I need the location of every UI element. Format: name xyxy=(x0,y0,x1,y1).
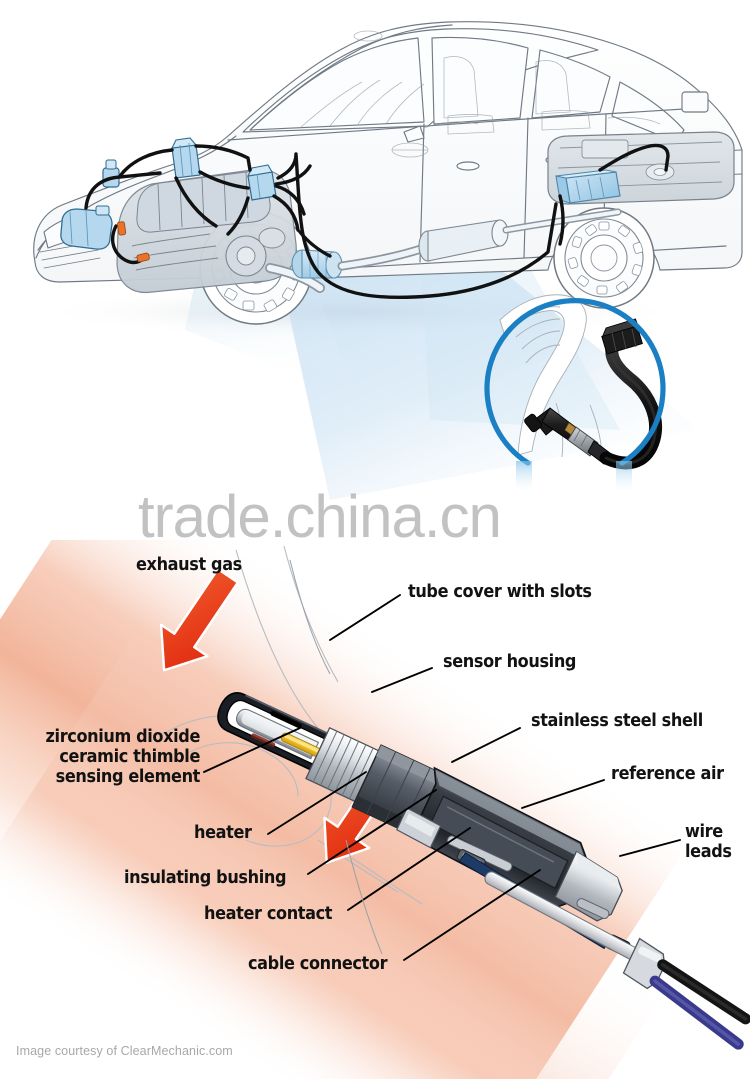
leader-heater xyxy=(267,771,367,835)
inset-circle-ring xyxy=(484,298,666,466)
leader-lines xyxy=(203,594,681,961)
sensor-upper-a xyxy=(102,159,120,188)
label-heater: heater xyxy=(194,823,252,843)
car-cutaway-illustration xyxy=(30,21,743,500)
label-heater-contact: heater contact xyxy=(204,904,333,924)
wire-leads xyxy=(649,959,750,1050)
inset-glow-right xyxy=(616,461,632,490)
ghost-leaders xyxy=(289,559,383,955)
sensor-intake xyxy=(171,137,201,179)
sensor-assembly xyxy=(217,692,750,1050)
exhaust-gas-arrow-upper xyxy=(159,567,240,672)
cable-connector xyxy=(554,850,623,922)
label-zirconium-line2: ceramic thimble xyxy=(59,747,200,767)
leader-heater-contact xyxy=(347,827,471,911)
catalytic-converter xyxy=(291,249,343,279)
orange-connector xyxy=(110,221,150,265)
leader-sensor-housing xyxy=(371,667,433,693)
inset-o2-sensor xyxy=(524,318,662,470)
inset-glow-left xyxy=(516,461,532,490)
label-wire-leads-line1: wire xyxy=(685,822,723,842)
label-zirconium-line3: sensing element xyxy=(55,767,201,787)
leader-cable-connector xyxy=(403,869,541,961)
sensor-components xyxy=(60,137,277,250)
car-interior-ghost xyxy=(299,30,661,158)
leader-stainless-shell xyxy=(451,727,521,763)
leader-reference-air xyxy=(521,779,605,809)
label-sensor-housing: sensor housing xyxy=(443,652,577,672)
label-reference-air: reference air xyxy=(611,764,724,784)
leader-wire-leads xyxy=(619,839,681,857)
leader-insulating-bushing xyxy=(307,789,437,875)
rear-wheel xyxy=(553,207,655,309)
fuel-pump-module xyxy=(555,169,621,204)
label-stainless-steel-shell: stainless steel shell xyxy=(531,711,703,731)
label-wire-leads-line2: leads xyxy=(685,842,732,862)
exhaust-system xyxy=(265,208,622,293)
label-exhaust-gas: exhaust gas xyxy=(136,555,242,575)
oxygen-sensor-photo-inset xyxy=(484,294,666,490)
muffler xyxy=(418,219,509,262)
label-tube-cover-with-slots: tube cover with slots xyxy=(408,582,592,602)
leader-tube-cover xyxy=(329,594,401,641)
oxygen-sensor-cutaway xyxy=(0,540,750,1079)
label-insulating-bushing: insulating bushing xyxy=(124,868,287,888)
label-zirconium-line1: zirconium dioxide xyxy=(45,727,201,747)
wiring-harness xyxy=(84,143,670,300)
mass-air-flow-sensor xyxy=(60,205,113,250)
sensor-right-module xyxy=(247,164,277,201)
insulating-bushing xyxy=(396,807,442,849)
image-credit: Image courtesy of ClearMechanic.com xyxy=(16,1044,233,1058)
leader-zirconium xyxy=(203,727,301,773)
heat-flow-band xyxy=(0,540,725,1079)
label-cable-connector: cable connector xyxy=(248,954,388,974)
